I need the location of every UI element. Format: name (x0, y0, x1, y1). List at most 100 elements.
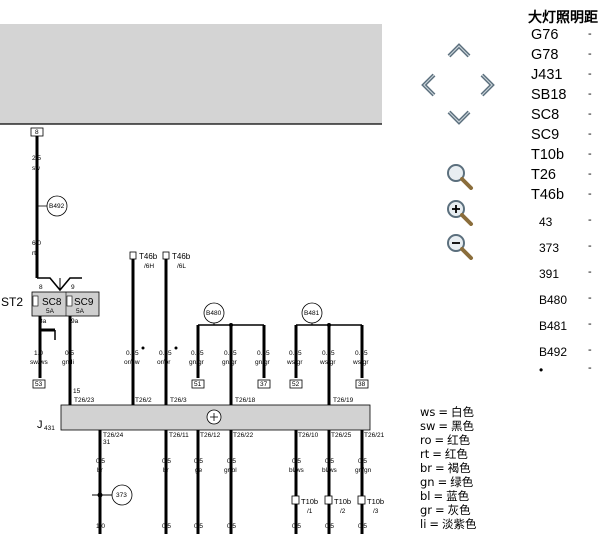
wire-size-label: 0.35 (289, 350, 302, 357)
pin-9a: 9a (71, 318, 79, 325)
t10b-3-terminal (357, 495, 366, 505)
legend-item-dash: - (588, 240, 592, 252)
pan-up-icon[interactable] (446, 40, 472, 60)
legend-title: 大灯照明距 (528, 9, 598, 25)
wire-color-label: gn/gn (355, 467, 372, 474)
connector-t26-25: T26/25 (331, 432, 352, 439)
wire-size-label: 0.35 (224, 350, 237, 357)
legend-item: 391- (528, 265, 603, 285)
wire-size-label: 0.5 (358, 523, 367, 530)
legend-item-code: T10b (531, 147, 565, 163)
legend-item: G76- (528, 27, 603, 47)
ground-box-52-label: 52 (292, 381, 300, 388)
wire-size-label: 0.5 (96, 458, 105, 465)
connector-t26-3: T26/3 (170, 397, 187, 404)
wire-size-label: 0.5 (227, 458, 236, 465)
wire-color-eq: = (429, 517, 440, 531)
ground-box-51 (191, 379, 205, 389)
wire-color-abbr: br (420, 461, 433, 475)
legend-item: J431- (528, 67, 603, 87)
connector-t26-18: T26/18 (235, 397, 256, 404)
legend-item-code: B480 (539, 293, 568, 307)
legend-item-dash: - (588, 362, 592, 374)
wire-color-label: bl/ws (289, 467, 305, 474)
wire-color-name: 灰色 (447, 503, 471, 517)
t46b-6l-pin: /6L (177, 263, 186, 270)
fuse-sc8-element (32, 295, 39, 307)
wire-color-name: 白色 (451, 405, 475, 419)
connector-t26-22: T26/22 (233, 432, 254, 439)
connector-t26-10: T26/10 (298, 432, 319, 439)
j431-subscript: 431 (44, 425, 55, 432)
wire-size-label: 6.0 (32, 240, 41, 247)
wire-color-abbr: sw (420, 419, 436, 433)
legend-item-dash: - (588, 148, 592, 160)
legend-item-dash: - (588, 344, 592, 356)
legend-item-code: SB18 (531, 87, 567, 103)
wire-size-label: 0.5 (194, 458, 203, 465)
fuse-holder (31, 291, 100, 317)
wire-size-label: 0.5 (292, 458, 301, 465)
zoom-out-icon[interactable] (444, 232, 474, 260)
st2-label: ST2 (1, 295, 23, 309)
wire-size-label: 0.5 (292, 523, 301, 530)
t10b-2-pin: /2 (340, 508, 346, 515)
wire-color-abbr: gn (420, 475, 435, 489)
legend-item: 43- (528, 213, 603, 233)
wire-size-label: 0.5 (325, 523, 334, 530)
legend-item-code: 43 (539, 215, 553, 229)
wire-color-eq: = (435, 503, 445, 517)
connector-t26-11: T26/11 (169, 432, 189, 439)
pan-left-icon[interactable] (418, 72, 438, 98)
wire-size-label: 0.5 (325, 458, 334, 465)
legend-item-dash: - (588, 168, 592, 180)
legend-item-dash: - (588, 28, 592, 40)
j431-label: J (37, 419, 43, 431)
wire-size-label: 0.35 (159, 350, 172, 357)
connection-373-label: 373 (116, 492, 127, 499)
pin-9: 9 (71, 284, 75, 291)
wire-color-label: or/sw (124, 359, 140, 366)
wire-color-eq: = (433, 489, 444, 503)
wire-color-item: gr=灰色 (420, 503, 520, 517)
t46b-6h-label: T46b (139, 252, 158, 261)
wiring-diagram: 8 2.5 sw B492 6.0 rt ST2 SC8 SC9 5A 5A 8… (0, 24, 385, 534)
wire-color-item: ws=白色 (420, 405, 520, 419)
legend-item: SC8- (528, 107, 603, 127)
wire-color-name: 红色 (447, 433, 471, 447)
zoom-in-icon[interactable] (444, 198, 474, 226)
pan-right-icon[interactable] (478, 72, 498, 98)
wire-color-abbr: rt (420, 447, 430, 461)
legend-item: SC9- (528, 127, 603, 147)
wire-size-label: 0.35 (355, 350, 368, 357)
top-pin-label: 8 (35, 129, 39, 136)
legend-item: SB18 - (528, 87, 603, 107)
legend-item: B481- (528, 317, 603, 337)
legend-item: B480- (528, 291, 603, 311)
magnifier-icon[interactable] (444, 162, 474, 190)
connection-b480-label: B480 (206, 310, 222, 317)
legend-item-code: T26 (531, 167, 556, 183)
legend-item-dash: - (588, 88, 592, 100)
fuse-sc9-rating: 5A (76, 308, 85, 315)
ground-box-53 (32, 379, 46, 389)
wire-color-label: ge (195, 467, 203, 474)
wire-size-label: 0.5 (194, 523, 203, 530)
wire-color-label: or/br (157, 359, 171, 366)
small-pin-31: 31 (103, 439, 111, 446)
legend-item-dash: - (588, 318, 592, 330)
pan-down-icon[interactable] (446, 108, 472, 128)
legend-item-code: SC8 (531, 107, 560, 123)
legend-item: G78- (528, 47, 603, 67)
fuse-sc8-label: SC8 (42, 297, 62, 308)
wire-color-item: bl=蓝色 (420, 489, 520, 503)
legend-item: •- (528, 361, 603, 381)
connector-t26-24: T26/24 (103, 432, 124, 439)
wire-color-abbr: ro (420, 433, 432, 447)
connector-t26-19: T26/19 (333, 397, 354, 404)
wire-color-label: gn/gr (189, 359, 205, 366)
small-pin-15: 15 (73, 388, 81, 395)
ground-box-52 (289, 379, 303, 389)
wire-color-label: gn/gr (222, 359, 238, 366)
wire-color-label: br (97, 467, 104, 474)
